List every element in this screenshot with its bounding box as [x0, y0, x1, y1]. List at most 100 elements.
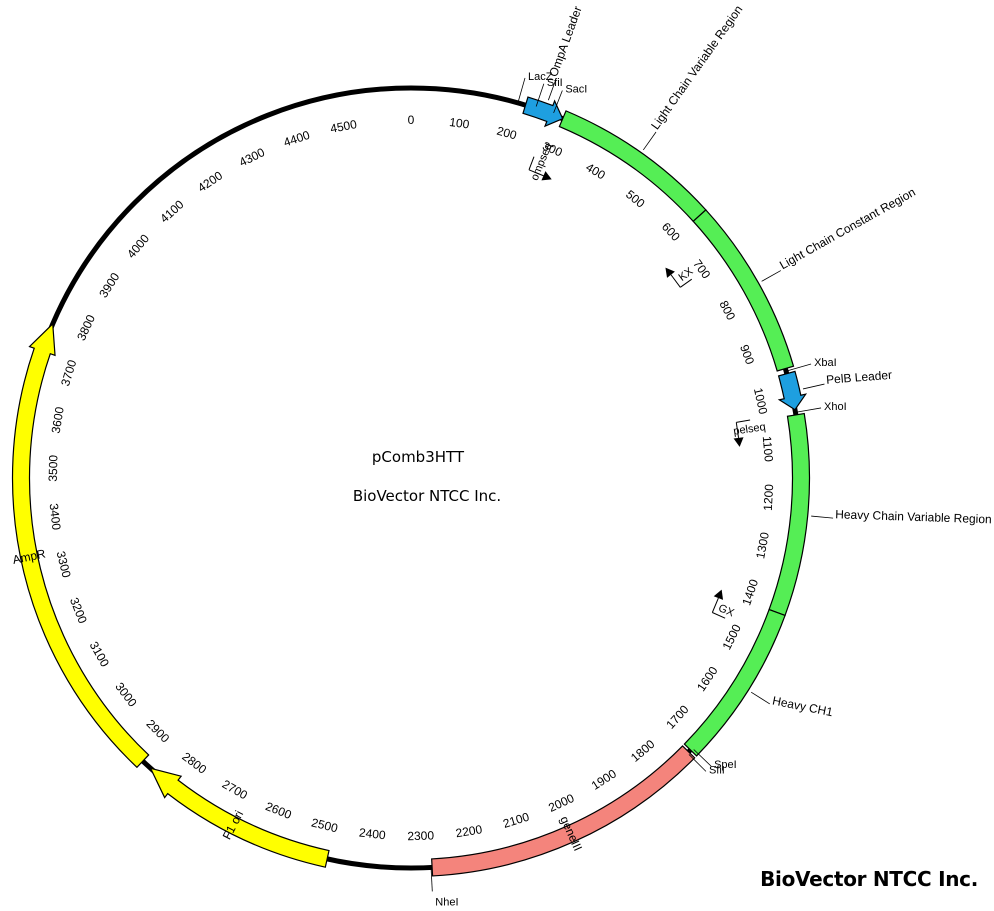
site-xhoi-4: XhoI — [797, 401, 847, 413]
feature-shape-hch1 — [683, 608, 786, 757]
feature-leader-pelb — [802, 383, 825, 390]
site-label: XhoI — [824, 401, 847, 413]
tick-label-2900: 2900 — [143, 717, 172, 746]
tick-label-4400: 4400 — [282, 128, 312, 150]
primer-stem — [528, 156, 535, 170]
site-lacz-0: LacZ — [518, 71, 553, 102]
site-label: XbaI — [814, 357, 837, 369]
tick-label-4200: 4200 — [195, 168, 225, 195]
tick-label-3300: 3300 — [54, 550, 74, 580]
site-nhei-7: NheI — [430, 869, 459, 908]
tick-label-3900: 3900 — [96, 270, 122, 300]
tick-label-1100: 1100 — [760, 436, 776, 463]
feature-leader-hch1 — [750, 691, 771, 705]
feature-shape-ompa — [522, 96, 564, 128]
tick-label-2400: 2400 — [358, 825, 386, 842]
site-label: SpeI — [714, 759, 737, 771]
primer-stem — [712, 612, 726, 619]
tick-label-3700: 3700 — [58, 358, 79, 388]
tick-label-1700: 1700 — [663, 702, 691, 731]
site-label: NheI — [435, 896, 458, 908]
primer-stem — [736, 419, 751, 423]
feature-lcv: Light Chain Variable Region — [558, 3, 745, 223]
tick-label-2500: 2500 — [310, 815, 340, 835]
tick-label-1900: 1900 — [589, 766, 619, 792]
feature-shape-f1 — [149, 767, 330, 868]
plasmid-company: BioVector NTCC Inc. — [353, 487, 501, 505]
tick-label-2000: 2000 — [546, 791, 576, 815]
primer-line — [735, 422, 740, 438]
primer-arrowhead — [665, 267, 675, 278]
site-label: LacZ — [528, 71, 553, 83]
tick-label-3500: 3500 — [46, 454, 61, 481]
primer-pelseq: pelseq — [733, 419, 766, 447]
feature-shape-ampr — [11, 322, 150, 769]
tick-label-0: 0 — [408, 113, 415, 127]
feature-ampr: AmpR — [11, 322, 150, 769]
feature-pelb: PelB Leader — [777, 368, 893, 411]
tick-label-4000: 4000 — [124, 231, 152, 261]
feature-ompa: OmpA Leader — [522, 4, 585, 128]
primer-line — [670, 274, 681, 288]
site-tick — [518, 77, 526, 102]
tick-label-1800: 1800 — [628, 737, 658, 765]
tick-label-2100: 2100 — [501, 810, 531, 831]
feature-leader-hcv — [811, 515, 834, 519]
site-sfii-6: SfiI — [688, 754, 725, 776]
primer-arrowhead — [733, 437, 744, 447]
plasmid-name: pComb3HTT — [372, 448, 465, 466]
tick-label-4500: 4500 — [329, 117, 358, 136]
site-tick — [688, 754, 707, 772]
site-tick — [797, 407, 822, 413]
primer-kx: KX — [665, 265, 696, 288]
tick-label-2600: 2600 — [263, 799, 293, 822]
tick-label-3000: 3000 — [112, 680, 139, 710]
site-tick — [535, 83, 545, 107]
feature-shape-gene3 — [431, 745, 696, 877]
site-tick — [553, 90, 563, 114]
feature-label-hch1: Heavy CH1 — [771, 694, 834, 720]
tick-label-200: 200 — [495, 124, 518, 143]
feature-label-pelb: PelB Leader — [826, 368, 893, 387]
feature-hcv: Heavy Chain Variable Region — [768, 412, 992, 617]
site-label: SfiI — [709, 764, 725, 776]
feature-label-ampr: AmpR — [11, 546, 47, 567]
site-label: SfiI — [547, 77, 563, 89]
site-sfii-1: SfiI — [535, 77, 563, 107]
feature-leader-ompa — [547, 79, 557, 101]
tick-label-3400: 3400 — [47, 503, 64, 531]
feature-shape-pelb — [777, 370, 808, 411]
feature-label-ompa: OmpA Leader — [546, 4, 584, 78]
primer-line — [528, 169, 544, 177]
feature-leader-lcv — [642, 131, 657, 151]
site-xbai-3: XbaI — [787, 357, 837, 371]
tick-label-2200: 2200 — [455, 822, 484, 840]
tick-label-600: 600 — [659, 220, 683, 244]
feature-label-hcv: Heavy Chain Variable Region — [835, 507, 992, 526]
primer-arrowhead — [541, 171, 552, 181]
tick-label-3200: 3200 — [67, 596, 90, 626]
tick-label-1600: 1600 — [694, 664, 721, 694]
primer-ompseq: ompseq — [528, 142, 555, 183]
tick-label-1400: 1400 — [739, 577, 761, 607]
feature-lcc: Light Chain Constant Region — [692, 185, 918, 372]
feature-shape-lcc — [692, 209, 795, 372]
tick-label-3800: 3800 — [74, 312, 98, 342]
tick-label-2300: 2300 — [407, 829, 434, 844]
feature-f1: F1 ori — [149, 767, 330, 868]
tick-label-3100: 3100 — [87, 639, 112, 669]
tick-label-2800: 2800 — [179, 749, 209, 776]
tick-label-4100: 4100 — [157, 197, 186, 225]
tick-label-100: 100 — [448, 115, 470, 132]
primer-label: ompseq — [529, 142, 555, 183]
feature-label-lcv: Light Chain Variable Region — [648, 3, 745, 132]
tick-label-1300: 1300 — [753, 531, 772, 560]
primer-label: GX — [716, 602, 736, 619]
tick-label-4300: 4300 — [237, 145, 267, 170]
tick-label-1000: 1000 — [751, 386, 770, 415]
tick-label-900: 900 — [737, 343, 757, 367]
site-label: SacI — [565, 84, 587, 96]
primer-arrowhead — [713, 589, 724, 600]
